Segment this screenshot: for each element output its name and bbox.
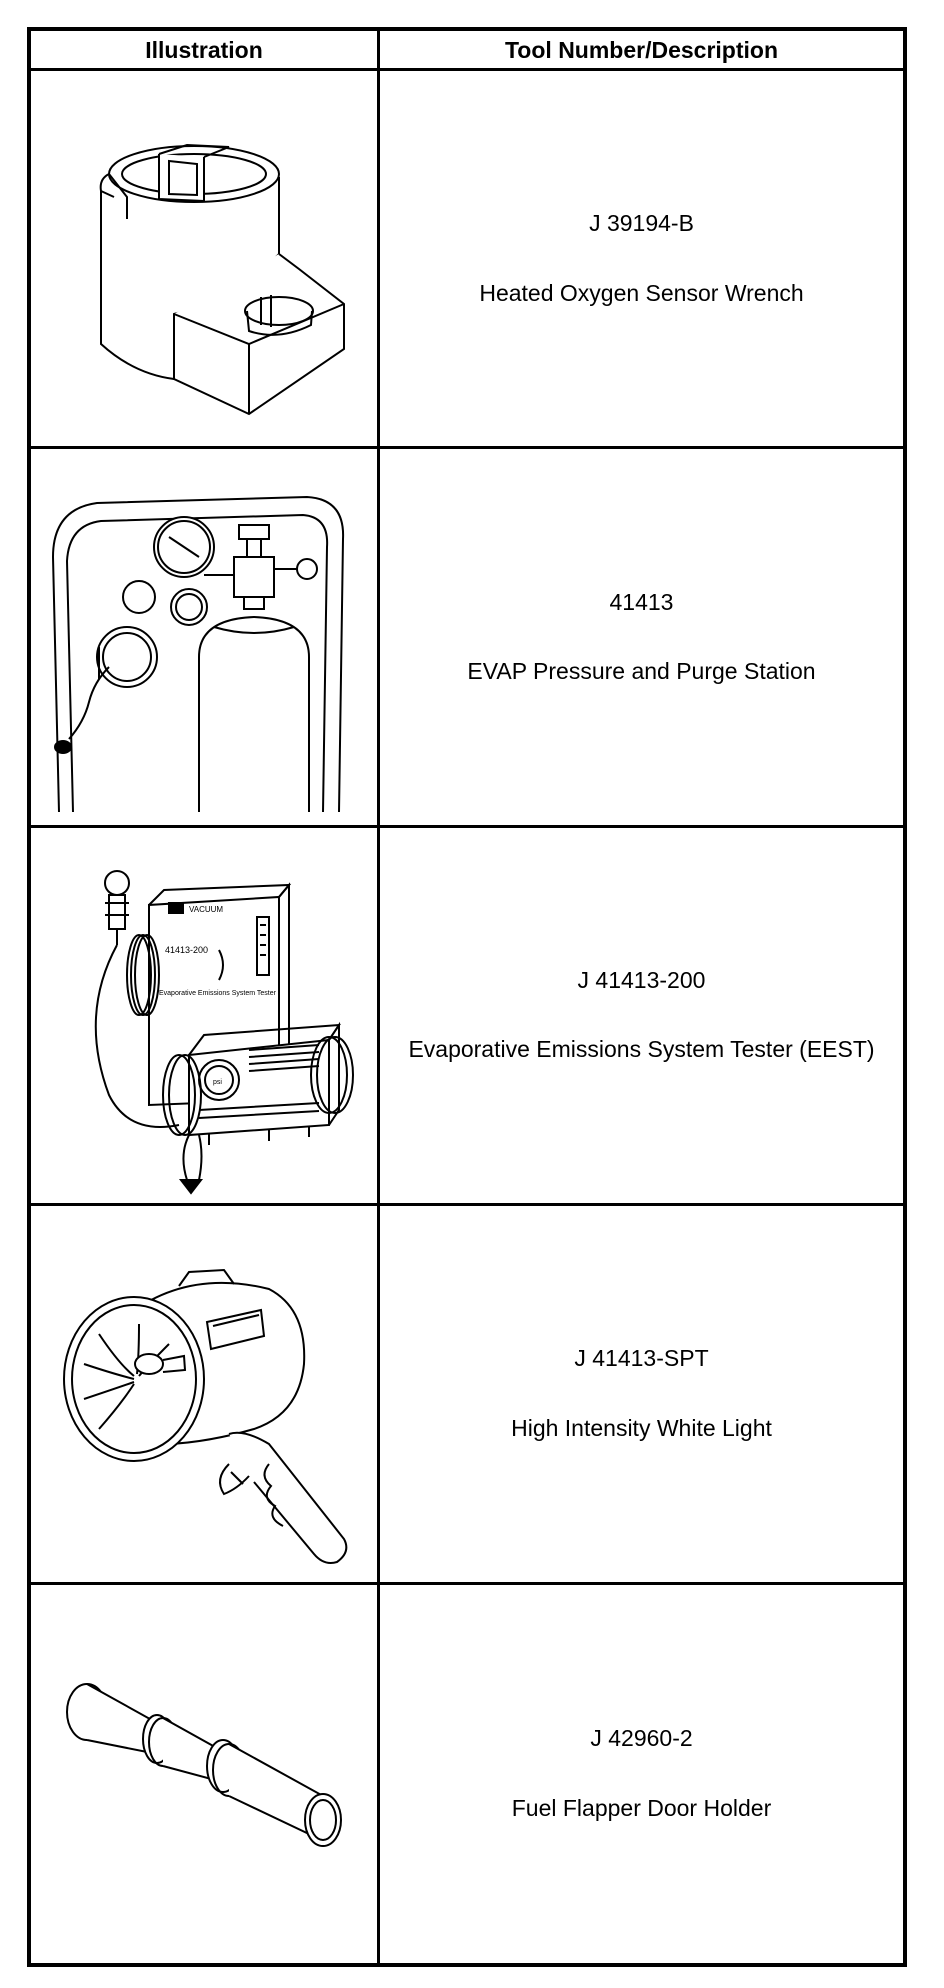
tool-description: EVAP Pressure and Purge Station bbox=[467, 658, 816, 685]
tool-description: High Intensity White Light bbox=[511, 1414, 772, 1441]
header-tool-number-description: Tool Number/Description bbox=[380, 31, 903, 71]
emissions-tester-icon: VACUUM 41413-200 Evaporative Emissions S… bbox=[39, 835, 369, 1195]
tool-description-cell: J 41413-SPT High Intensity White Light bbox=[380, 1206, 903, 1585]
illustration-cell bbox=[31, 71, 380, 450]
header-illustration: Illustration bbox=[31, 31, 380, 71]
tool-number: J 39194-B bbox=[589, 210, 694, 237]
pressure-purge-station-icon bbox=[39, 457, 369, 817]
tester-brand-label: VACUUM bbox=[189, 905, 223, 914]
tool-description-cell: J 42960-2 Fuel Flapper Door Holder bbox=[380, 1585, 903, 1963]
tools-table: Illustration Tool Number/Description bbox=[27, 27, 907, 1967]
illustration-cell bbox=[31, 1206, 380, 1585]
tool-description: Evaporative Emissions System Tester (EES… bbox=[408, 1036, 875, 1063]
oxygen-sensor-wrench-icon bbox=[39, 79, 369, 439]
illustration-cell bbox=[31, 449, 380, 828]
white-light-icon bbox=[39, 1214, 369, 1574]
tool-description-cell: J 39194-B Heated Oxygen Sensor Wrench bbox=[380, 71, 903, 450]
tool-number: 41413 bbox=[609, 588, 674, 615]
illustration-cell bbox=[31, 1584, 380, 1963]
tool-number: J 41413-SPT bbox=[574, 1345, 709, 1372]
tool-number: J 42960-2 bbox=[590, 1725, 693, 1752]
tool-description-cell: 41413 EVAP Pressure and Purge Station bbox=[380, 449, 903, 828]
tool-description-cell: J 41413-200 Evaporative Emissions System… bbox=[380, 828, 903, 1207]
tool-number: J 41413-200 bbox=[577, 966, 706, 993]
tool-description: Fuel Flapper Door Holder bbox=[511, 1794, 772, 1821]
tool-description: Heated Oxygen Sensor Wrench bbox=[479, 279, 804, 306]
tester-model-label: 41413-200 bbox=[165, 945, 208, 955]
tester-gauge-unit: psi bbox=[213, 1079, 222, 1086]
flapper-door-holder-icon bbox=[39, 1594, 369, 1954]
illustration-cell: VACUUM 41413-200 Evaporative Emissions S… bbox=[31, 827, 380, 1207]
tester-name-label: Evaporative Emissions System Tester bbox=[159, 990, 277, 997]
